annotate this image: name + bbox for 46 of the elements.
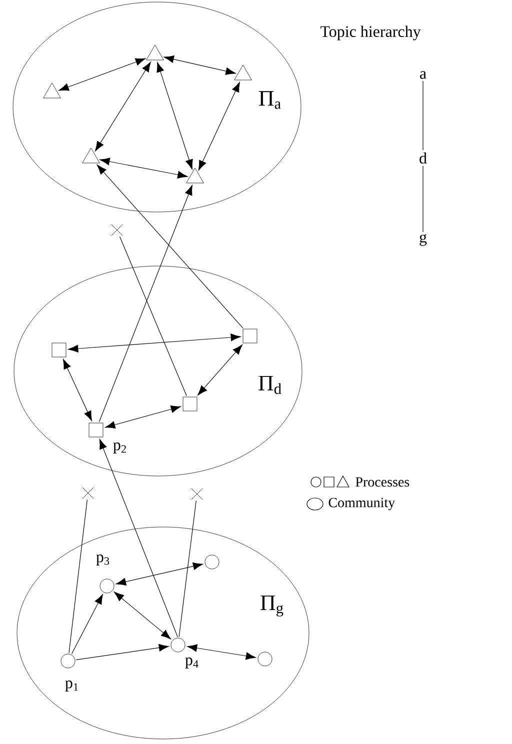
process-circle [204,554,220,570]
arrow [68,334,241,352]
connector-line [119,236,187,396]
arrow [114,592,172,640]
arrow [62,358,92,422]
arrow [76,644,169,660]
arrow [98,185,192,422]
process-label: p$_{1}$ [65,680,78,692]
legend-text: Processes [356,477,410,487]
process-square [242,328,258,344]
arrow [164,55,236,75]
process-triangle [186,168,204,184]
cross-mark [111,224,123,236]
arrow [187,644,256,660]
heading: Topic hierarchy [320,26,421,40]
arrow [71,594,103,654]
process-label: p$_{2}$ [113,442,126,454]
arrow [95,62,151,152]
process-triangle [146,44,164,60]
arrow [105,405,181,429]
process-triangle [82,148,100,164]
arrow [58,58,146,91]
topic-label: d [420,152,427,164]
process-triangle [43,82,61,98]
process-label: p$_{4}$ [185,658,198,668]
process-label: p$_{3}$ [96,554,110,566]
topic-label: a [420,71,426,79]
cross-mark [82,487,94,499]
arrow [198,344,242,396]
arrow [100,158,188,178]
process-square [182,396,198,412]
arrow [96,164,244,328]
connector-line [68,499,88,654]
process-triangle [234,64,252,80]
arrow [99,439,178,638]
connector-line [422,166,424,232]
topic-label: g [420,234,427,246]
connector-line [422,80,424,150]
connector-line [178,500,196,638]
arrow [156,62,193,170]
legend-text: Community [328,498,396,510]
arrow [116,562,204,586]
process-circle [258,652,272,666]
cross-mark [191,488,203,500]
process-square [52,342,66,358]
arrow [198,82,240,170]
